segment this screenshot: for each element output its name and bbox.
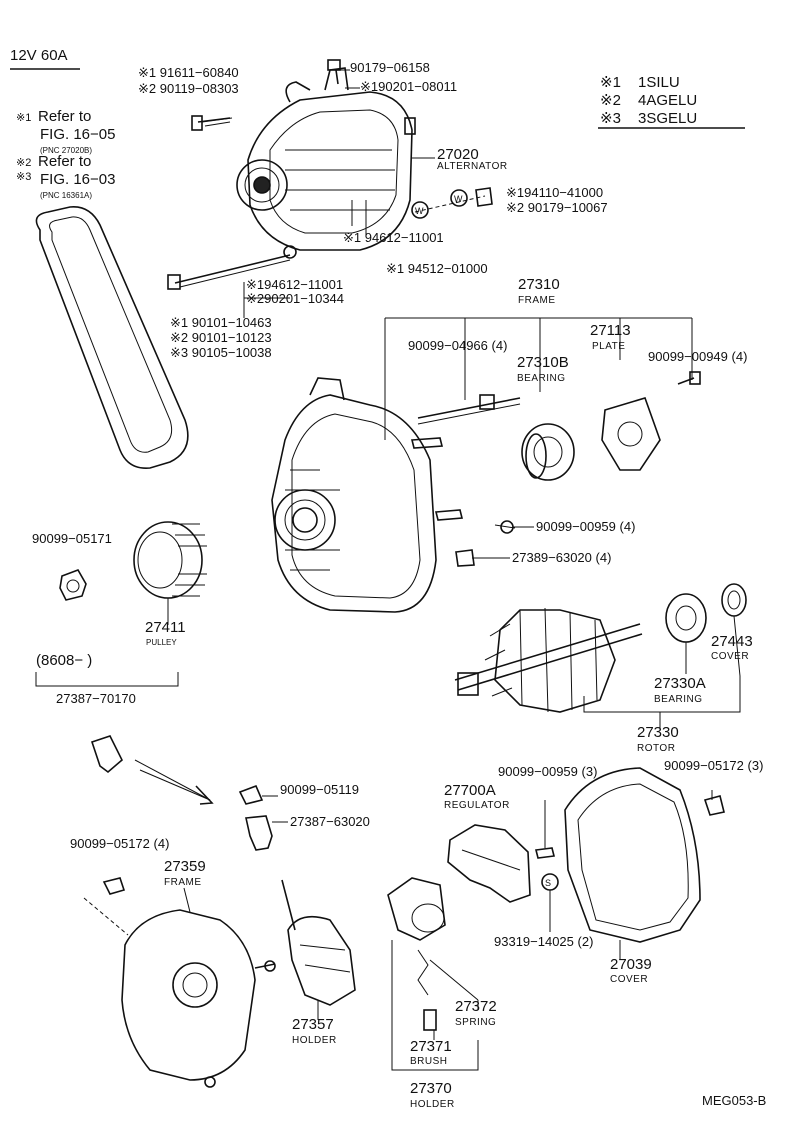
part-91611-60840[interactable]: ※1 91611−60840: [138, 65, 239, 80]
ref1-fig-link[interactable]: FIG. 16−05: [40, 126, 116, 143]
part-90099-05171[interactable]: 90099−05171: [32, 531, 112, 546]
part-27389-63020[interactable]: 27389−63020 (4): [512, 550, 612, 565]
part-194612-11001[interactable]: ※194612−11001: [246, 277, 344, 292]
part-27372[interactable]: 27372: [455, 998, 497, 1015]
part-90179-10067[interactable]: ※2 90179−10067: [506, 200, 608, 215]
v-belt-drawing: [35, 206, 189, 469]
frame-27310-drawing: [271, 377, 464, 613]
part-27443-name: COVER: [711, 651, 750, 662]
part-94612-11001[interactable]: ※1 94612−11001: [343, 230, 444, 245]
part-190201-08011[interactable]: ※190201−08011: [360, 79, 458, 94]
ref1-pnc: (PNC 27020B): [40, 146, 93, 155]
part-27411-name: PULLEY: [146, 638, 177, 647]
part-90099-05119[interactable]: 90099−05119: [280, 782, 359, 797]
part-27387-63020[interactable]: 27387−63020: [290, 814, 370, 829]
svg-text:W: W: [454, 194, 463, 204]
part-27113[interactable]: 27113: [590, 322, 631, 339]
frame-27359-drawing: [121, 909, 276, 1088]
part-27039[interactable]: 27039: [610, 956, 652, 973]
part-27020[interactable]: 27020: [437, 146, 479, 163]
legend-mark-1: ※1: [600, 74, 621, 91]
part-27370[interactable]: 27370: [410, 1080, 452, 1097]
part-90101-10463[interactable]: ※1 90101−10463: [170, 315, 272, 330]
part-27310B[interactable]: 27310B: [517, 354, 569, 371]
legend-mark-3: ※3: [600, 110, 621, 127]
legend-mark-2: ※2: [600, 92, 621, 109]
part-90099-00949[interactable]: 90099−00949 (4): [648, 349, 748, 364]
part-27359[interactable]: 27359: [164, 858, 206, 875]
svg-text:S: S: [545, 878, 551, 888]
part-94512-01000[interactable]: ※1 94512−01000: [386, 261, 488, 276]
part-27310-name: FRAME: [518, 295, 556, 306]
spec-label: 12V 60A: [10, 47, 68, 64]
ref1-mark: ※1: [16, 112, 32, 124]
part-90099-04966[interactable]: 90099−04966 (4): [408, 338, 508, 353]
part-27411[interactable]: 27411: [145, 619, 186, 636]
part-27370-name: HOLDER: [410, 1099, 455, 1110]
part-27330[interactable]: 27330: [637, 724, 679, 741]
ref2-mark: ※2: [16, 157, 32, 169]
part-27330-name: ROTOR: [637, 743, 676, 754]
part-27310B-name: BEARING: [517, 373, 566, 384]
part-90179-06158[interactable]: 90179−06158: [350, 60, 430, 75]
part-27357[interactable]: 27357: [292, 1016, 334, 1033]
svg-text:W: W: [415, 206, 424, 216]
part-27372-name: SPRING: [455, 1017, 497, 1028]
part-290201-10344[interactable]: ※290201−10344: [246, 291, 345, 306]
ref2-text: Refer to: [38, 153, 92, 170]
legend-code-2: 4AGELU: [638, 92, 698, 109]
part-90099-00959-x3[interactable]: 90099−00959 (3): [498, 764, 598, 779]
part-90101-10123[interactable]: ※2 90101−10123: [170, 330, 272, 345]
ref3-mark: ※3: [16, 171, 32, 183]
part-27310[interactable]: 27310: [518, 276, 560, 293]
figure-code: MEG053-B: [702, 1093, 767, 1108]
rotor-27330-drawing: [454, 607, 643, 713]
part-90099-00959-x4[interactable]: 90099−00959 (4): [536, 519, 636, 534]
part-194110-41000[interactable]: ※194110−41000: [506, 185, 604, 200]
part-90119-08303[interactable]: ※2 90119−08303: [138, 81, 239, 96]
ref2-fig-link[interactable]: FIG. 16−03: [40, 171, 116, 188]
legend-code-3: 3SGELU: [638, 110, 698, 127]
part-27700A-name: REGULATOR: [444, 800, 510, 811]
part-27020-name: ALTERNATOR: [437, 161, 508, 172]
part-90099-05172-x3[interactable]: 90099−05172 (3): [664, 758, 764, 773]
part-27359-name: FRAME: [164, 877, 202, 888]
part-27387-70170[interactable]: 27387−70170: [56, 691, 136, 706]
part-27371[interactable]: 27371: [410, 1038, 452, 1055]
part-90099-05172-x4[interactable]: 90099−05172 (4): [70, 836, 170, 851]
part-27039-name: COVER: [610, 974, 649, 985]
production-date-range: (8608− ): [36, 652, 93, 669]
ref1-text: Refer to: [38, 108, 92, 125]
part-93319-14025[interactable]: 93319−14025 (2): [494, 934, 594, 949]
part-27371-name: BRUSH: [410, 1056, 448, 1067]
part-27443[interactable]: 27443: [711, 633, 753, 650]
ref2-pnc: (PNC 16361A): [40, 191, 93, 200]
part-27330A[interactable]: 27330A: [654, 675, 706, 692]
alternator-assembly-drawing: [236, 67, 416, 251]
part-27113-name: PLATE: [592, 341, 626, 352]
part-27330A-name: BEARING: [654, 694, 703, 705]
part-27700A[interactable]: 27700A: [444, 782, 496, 799]
part-90105-10038[interactable]: ※3 90105−10038: [170, 345, 272, 360]
legend-code-1: 1SILU: [638, 74, 680, 91]
part-27357-name: HOLDER: [292, 1035, 337, 1046]
